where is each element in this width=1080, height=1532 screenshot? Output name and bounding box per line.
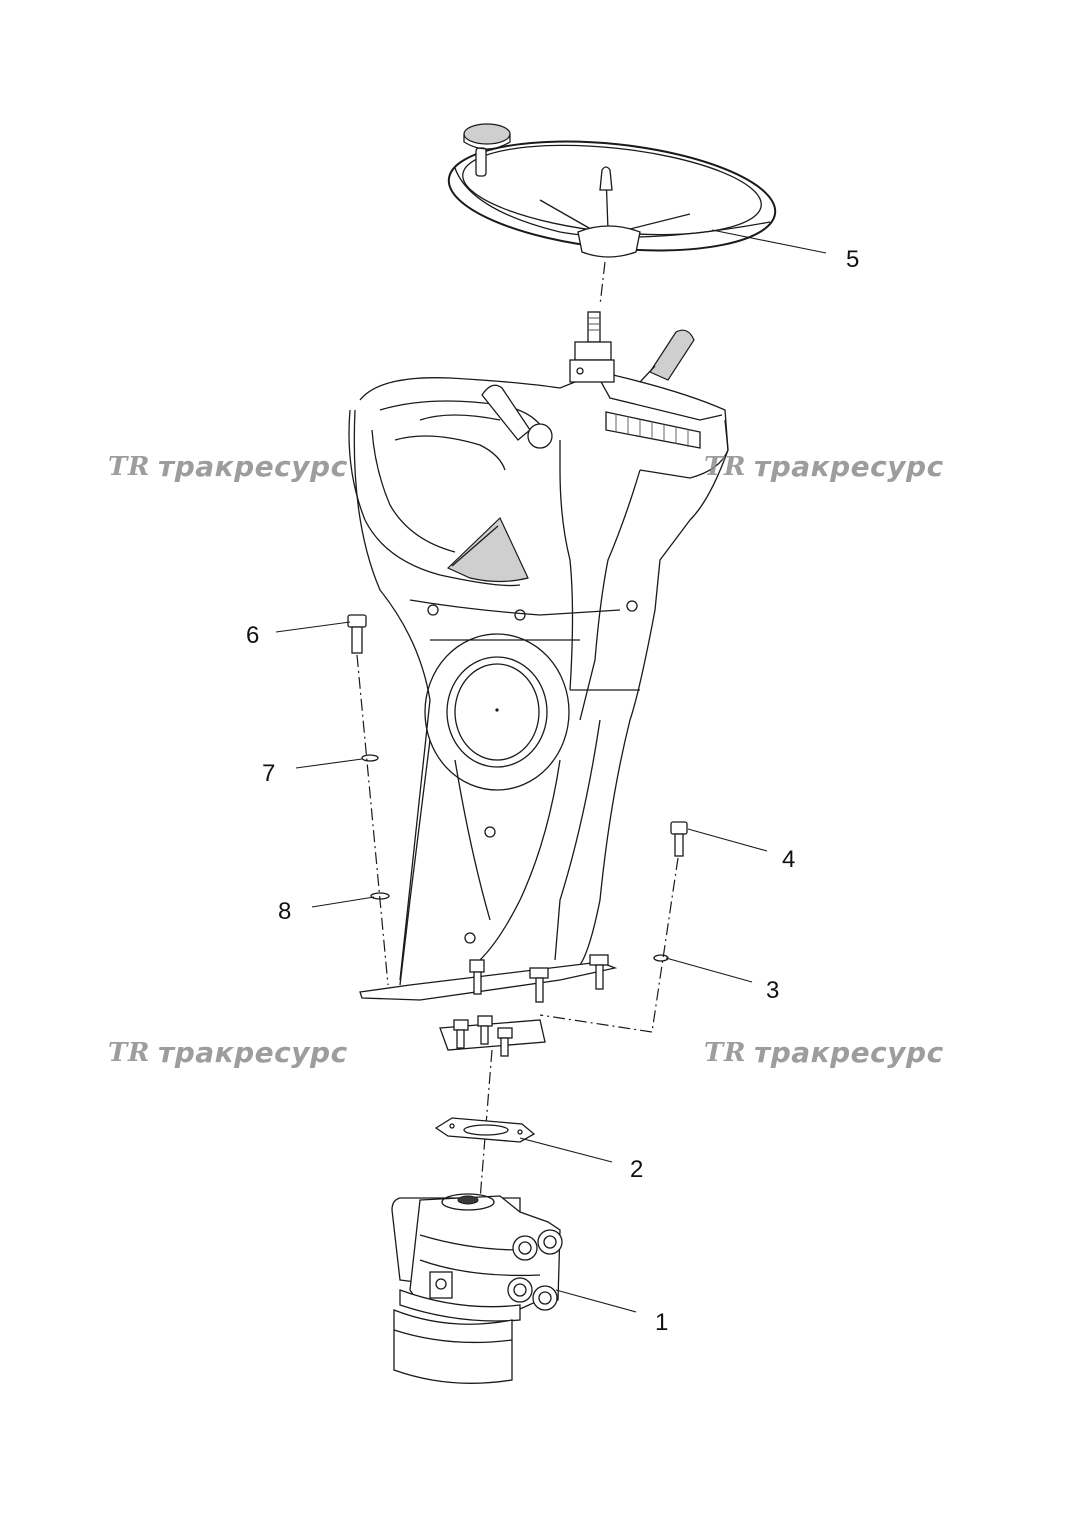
- watermark: TR тракресурс: [704, 450, 944, 483]
- watermark-logo: TR: [704, 451, 746, 482]
- watermark-brand: тракресурс: [753, 450, 944, 483]
- callout-2: 2: [630, 1156, 644, 1183]
- watermark-logo: TR: [108, 1037, 150, 1068]
- callout-3: 3: [766, 977, 780, 1004]
- watermark: TR тракресурс: [108, 450, 348, 483]
- watermark-brand: тракресурс: [753, 1036, 944, 1069]
- gasket: [434, 1117, 536, 1143]
- watermark: TR тракресурс: [704, 1036, 944, 1069]
- watermark-logo: TR: [704, 1037, 746, 1068]
- washer-7: [361, 754, 379, 762]
- watermark-logo: TR: [108, 451, 150, 482]
- flange-bolts: [453, 954, 609, 1057]
- axis-line-left: [356, 654, 389, 986]
- leader-lines: [275, 229, 827, 1313]
- watermark: TR тракресурс: [108, 1036, 348, 1069]
- callout-5: 5: [846, 246, 860, 273]
- washer-3: [653, 954, 669, 962]
- watermark-brand: тракресурс: [157, 1036, 348, 1069]
- callout-8: 8: [278, 898, 292, 925]
- watermark-brand: тракресурс: [157, 450, 348, 483]
- steering-wheel: [447, 123, 777, 258]
- column-housing: [348, 311, 729, 1051]
- callout-6: 6: [246, 622, 260, 649]
- bolt-4: [670, 821, 688, 857]
- bolt-6: [347, 614, 367, 654]
- axis-line-top: [599, 261, 606, 306]
- axis-line-right: [539, 857, 679, 1033]
- steering-valve: [391, 1193, 563, 1384]
- callout-7: 7: [262, 760, 276, 787]
- callout-1: 1: [655, 1309, 669, 1336]
- callout-4: 4: [782, 846, 796, 873]
